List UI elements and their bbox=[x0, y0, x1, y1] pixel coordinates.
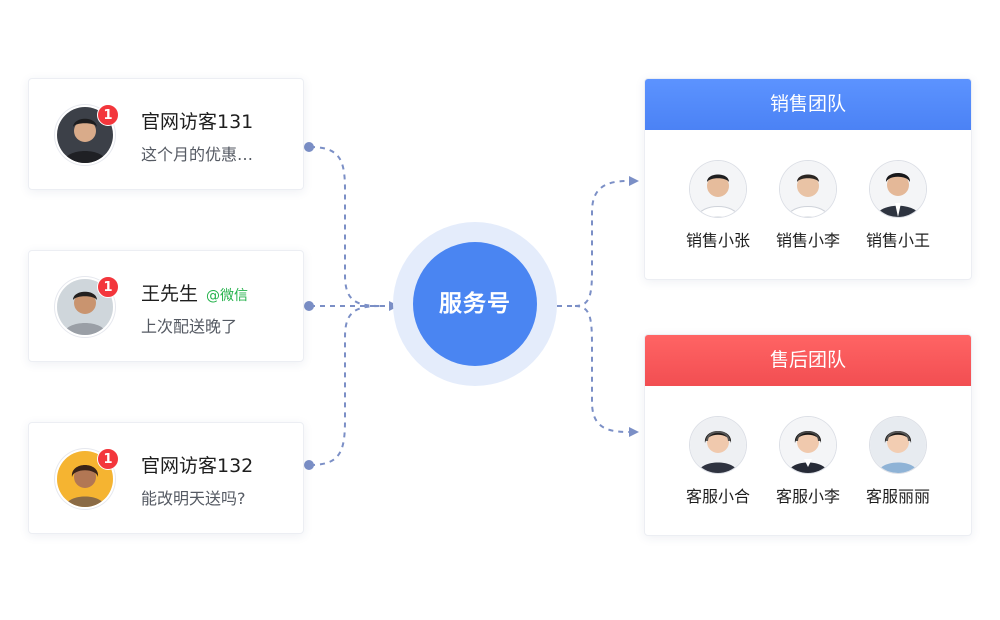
team-member[interactable]: 客服小合 bbox=[673, 417, 763, 507]
visitor-message: 这个月的优惠… bbox=[141, 145, 254, 164]
team-member[interactable]: 销售小王 bbox=[853, 161, 943, 251]
member-avatar bbox=[780, 161, 836, 217]
connector-visitor-1 bbox=[309, 146, 381, 307]
team-member[interactable]: 客服丽丽 bbox=[853, 417, 943, 507]
member-name: 销售小王 bbox=[865, 231, 930, 250]
connector-to-sales bbox=[574, 176, 639, 307]
unread-badge: 1 bbox=[97, 104, 119, 126]
support-team-title: 售后团队 bbox=[645, 335, 971, 386]
member-avatar bbox=[690, 417, 746, 473]
sales-team-card: 销售团队 销售小张 销售小李 销售小王 bbox=[644, 78, 972, 280]
connector-visitor-3 bbox=[309, 305, 381, 466]
visitor-card[interactable]: 1 王先生 @微信 上次配送晚了 bbox=[28, 250, 304, 362]
member-avatar bbox=[870, 161, 926, 217]
unread-badge: 1 bbox=[97, 276, 119, 298]
member-name: 客服小李 bbox=[775, 487, 840, 506]
team-member[interactable]: 客服小李 bbox=[763, 417, 853, 507]
visitor-name: 官网访客131 bbox=[141, 111, 254, 133]
connector-dot-1 bbox=[304, 142, 314, 152]
member-name: 销售小张 bbox=[685, 231, 750, 250]
visitor-name: 王先生 bbox=[141, 283, 199, 305]
visitor-name-line: 王先生 @微信 bbox=[141, 279, 248, 306]
support-team-card: 售后团队 客服小合 客服小李 客服丽丽 bbox=[644, 334, 972, 536]
member-name: 销售小李 bbox=[775, 231, 840, 250]
visitor-avatar bbox=[57, 107, 113, 163]
member-avatar bbox=[780, 417, 836, 473]
member-avatar bbox=[690, 161, 746, 217]
member-avatar bbox=[870, 417, 926, 473]
unread-badge: 1 bbox=[97, 448, 119, 470]
visitor-message: 能改明天送吗? bbox=[141, 489, 246, 508]
member-name: 客服小合 bbox=[685, 487, 750, 506]
sales-team-title: 销售团队 bbox=[645, 79, 971, 130]
team-member[interactable]: 销售小李 bbox=[763, 161, 853, 251]
visitor-card[interactable]: 1 官网访客132 能改明天送吗? bbox=[28, 422, 304, 534]
channel-tag: @微信 bbox=[206, 288, 249, 304]
visitor-name: 官网访客132 bbox=[141, 455, 254, 477]
member-name: 客服丽丽 bbox=[865, 487, 930, 506]
connector-dot-2 bbox=[304, 301, 314, 311]
visitor-card[interactable]: 1 官网访客131 这个月的优惠… bbox=[28, 78, 304, 190]
connector-to-support bbox=[574, 305, 639, 437]
team-member[interactable]: 销售小张 bbox=[673, 161, 763, 251]
visitor-message: 上次配送晚了 bbox=[141, 317, 238, 336]
connector-dot-3 bbox=[304, 460, 314, 470]
service-account-hub[interactable]: 服务号 bbox=[413, 242, 537, 366]
